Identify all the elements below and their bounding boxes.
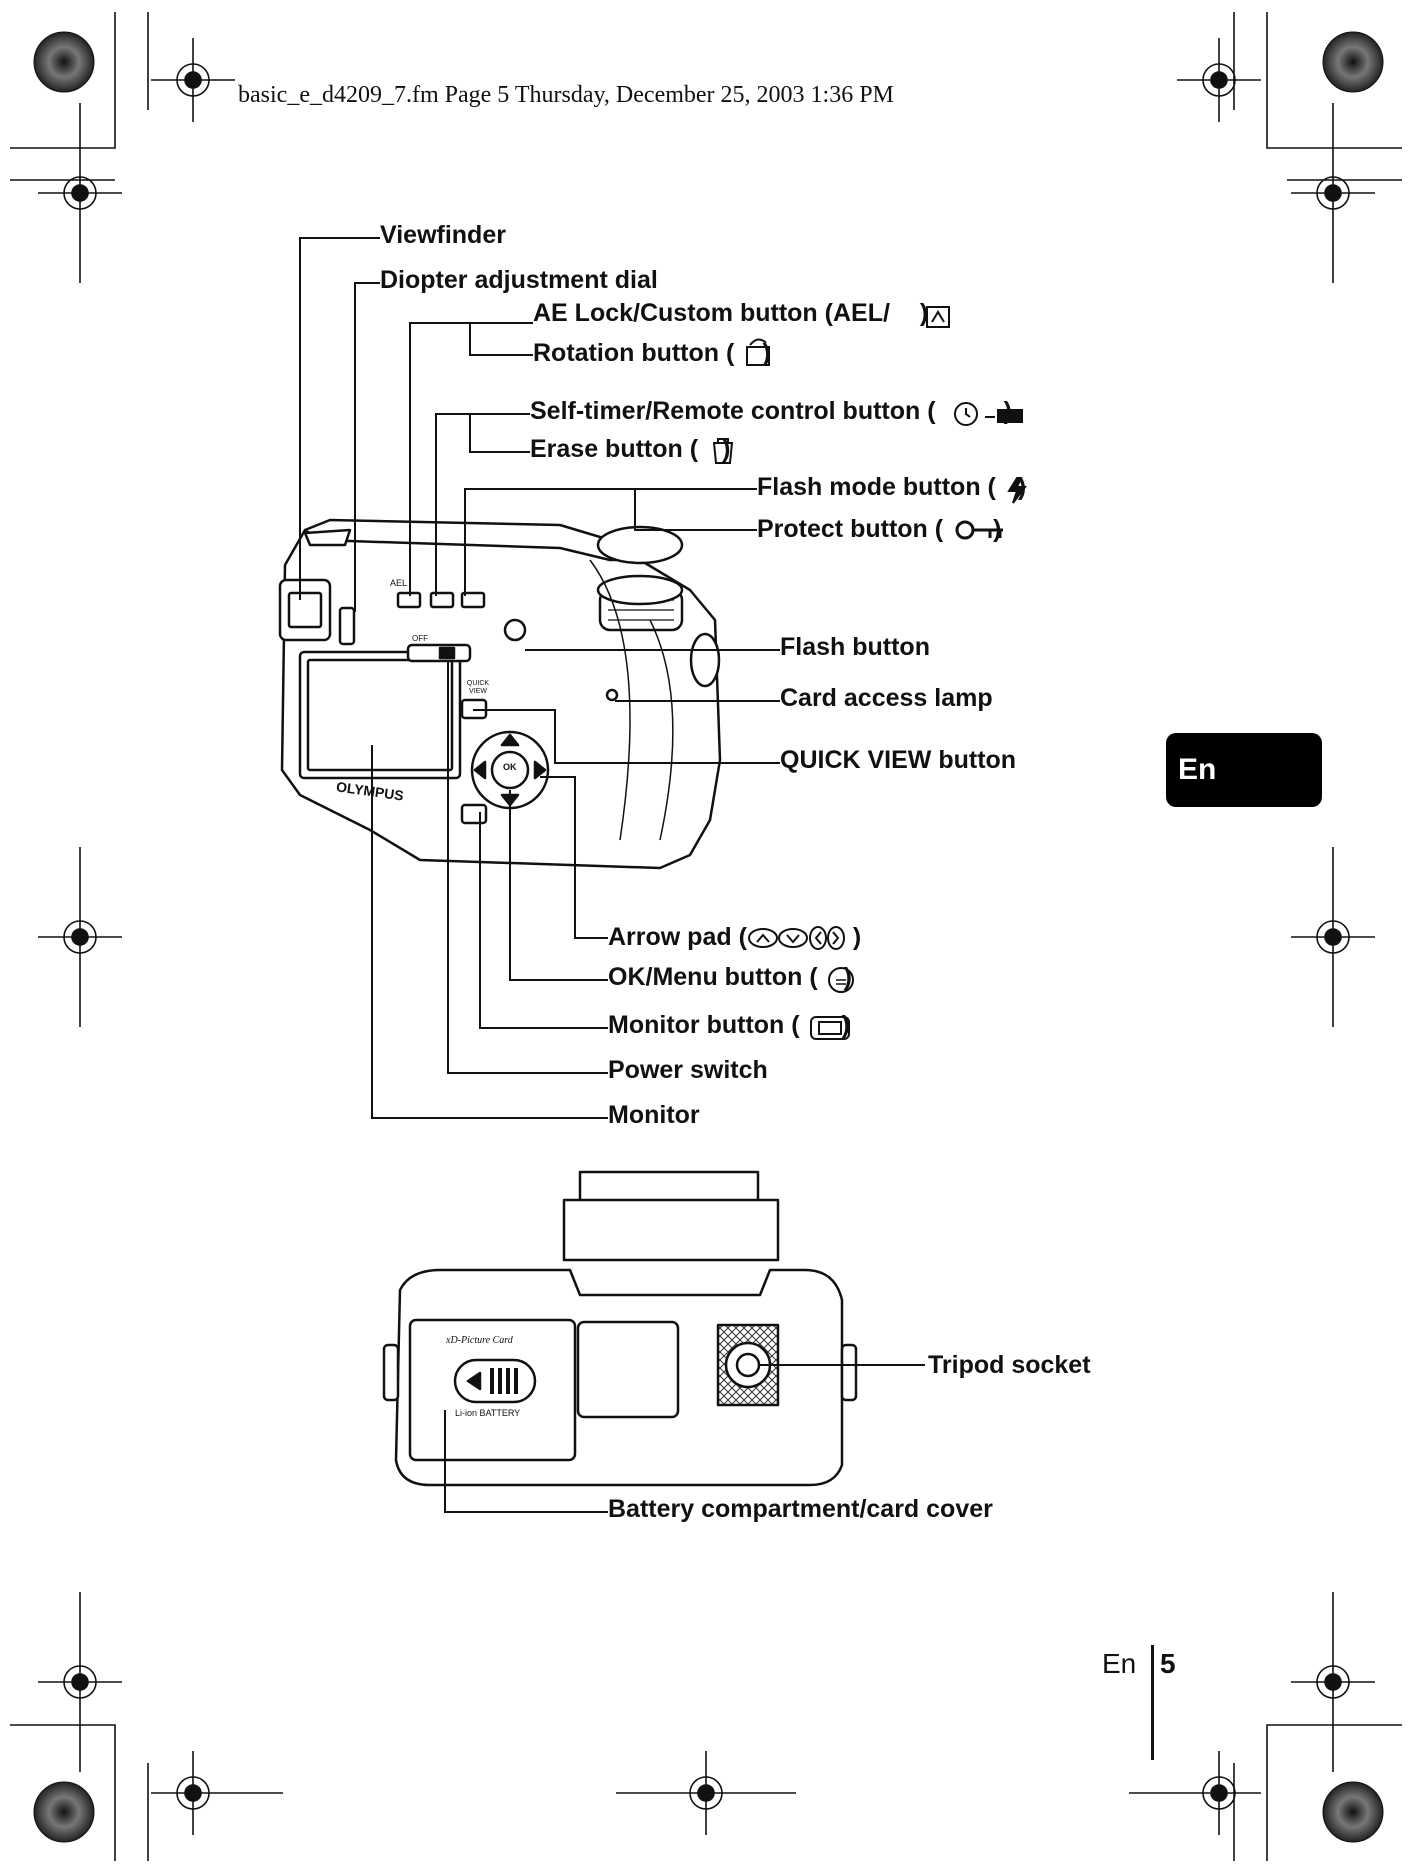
label-card-access-lamp: Card access lamp xyxy=(780,684,993,712)
card-marking: xD-Picture Card xyxy=(446,1335,513,1346)
monitor-icon xyxy=(810,1016,850,1040)
footer-divider xyxy=(1151,1645,1154,1760)
rotation-icon xyxy=(746,338,770,366)
rosette-marks xyxy=(33,31,1384,1843)
label-ok-menu-button: OK/Menu button () xyxy=(608,963,852,991)
label-power-switch: Power switch xyxy=(608,1056,768,1084)
label-viewfinder: Viewfinder xyxy=(380,221,506,249)
flash-icon xyxy=(1007,477,1027,504)
ok-icon xyxy=(828,967,854,993)
battery-marking: Li-ion BATTERY xyxy=(455,1408,521,1418)
leader-lines-bottom xyxy=(444,1364,925,1513)
label-ae-lock-button: AE Lock/Custom button (AEL/) xyxy=(533,299,929,327)
flash-button-shape xyxy=(503,618,527,642)
arrow-icons xyxy=(748,926,845,950)
custom-icon xyxy=(926,306,950,328)
label-monitor: Monitor xyxy=(608,1101,700,1129)
label-rotation-button: Rotation button () xyxy=(533,339,771,367)
lcd-monitor xyxy=(298,650,462,780)
label-flash-mode-button: Flash mode button () xyxy=(757,473,1027,501)
label-monitor-button: Monitor button () xyxy=(608,1011,850,1039)
label-symbols xyxy=(712,306,1027,1040)
crop-marks xyxy=(10,12,1402,1861)
ok-marking: OK xyxy=(503,762,517,772)
camera-back-illustration xyxy=(278,518,722,870)
erase-icon xyxy=(712,438,734,464)
label-protect-button: Protect button () xyxy=(757,515,1002,543)
label-arrow-pad: Arrow pad () xyxy=(608,923,862,951)
off-marking: OFF xyxy=(412,634,428,643)
label-quick-view-button: QUICK VIEW button xyxy=(780,746,1017,774)
print-header: basic_e_d4209_7.fm Page 5 Thursday, Dece… xyxy=(238,82,894,108)
remote-icon xyxy=(985,409,1023,423)
page-number: 5 xyxy=(1160,1648,1176,1679)
language-tab: En xyxy=(1166,733,1322,807)
label-diopter-dial: Diopter adjustment dial xyxy=(380,266,658,294)
label-tripod-socket: Tripod socket xyxy=(928,1351,1091,1379)
label-erase-button: Erase button () xyxy=(530,435,731,463)
footer-language: En xyxy=(1102,1648,1137,1679)
ael-marking: AEL xyxy=(390,578,408,588)
camera-bottom-illustration xyxy=(382,1170,858,1487)
label-battery-cover: Battery compartment/card cover xyxy=(608,1495,993,1523)
key-icon xyxy=(955,520,1003,540)
quick-view-marking: QUICK VIEW xyxy=(466,680,490,695)
leader-lines-back xyxy=(299,237,780,1119)
self-timer-icon xyxy=(954,402,978,426)
label-flash-button: Flash button xyxy=(780,633,930,661)
diopter-dial xyxy=(338,606,356,646)
label-self-timer-button: Self-timer/Remote control button () xyxy=(530,397,1012,425)
registration-targets xyxy=(38,38,1375,1835)
